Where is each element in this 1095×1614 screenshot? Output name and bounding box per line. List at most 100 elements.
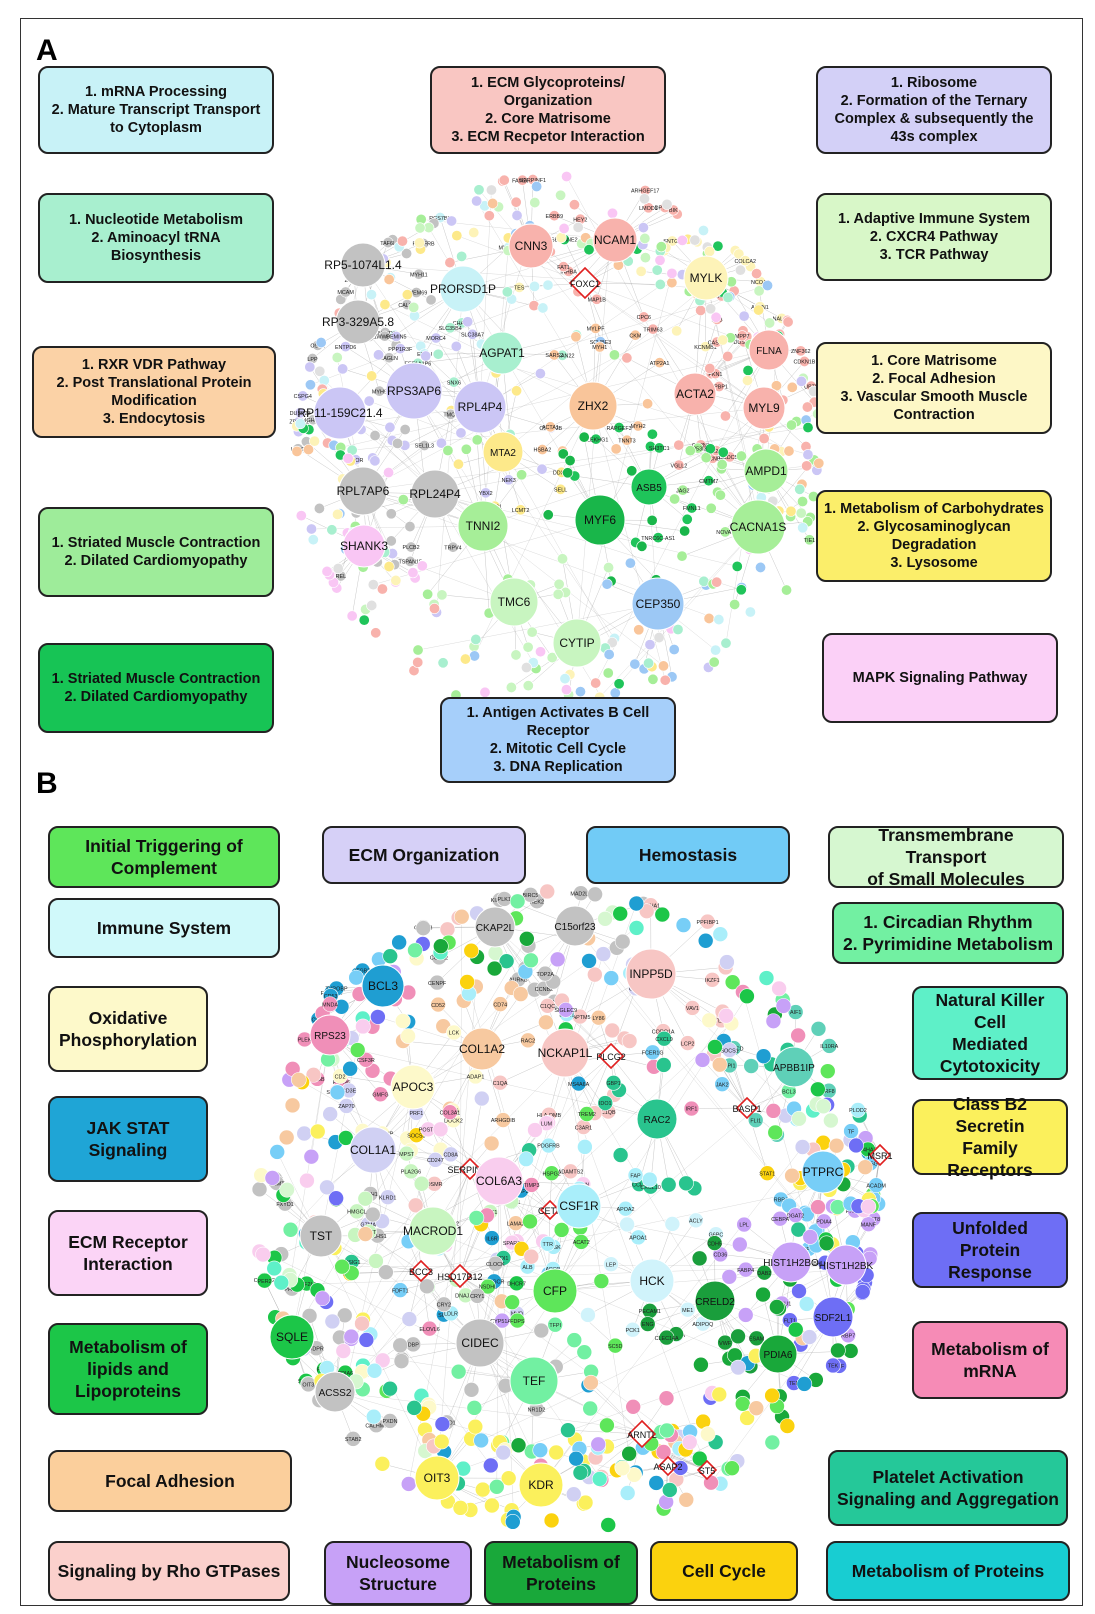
gene-node bbox=[473, 184, 485, 196]
gene-label: APOA1 bbox=[629, 1236, 647, 1242]
hub-label: FLNA bbox=[756, 346, 782, 357]
box-line: 43s complex bbox=[890, 129, 978, 145]
gene-label: ACADM bbox=[866, 1183, 886, 1189]
gene-node bbox=[483, 1135, 500, 1152]
gene-label: IL10RA bbox=[820, 1044, 838, 1050]
box-line: Signaling bbox=[88, 1140, 168, 1160]
gene-node bbox=[393, 1353, 410, 1369]
gene-node bbox=[755, 561, 767, 573]
gene-label: CHADL bbox=[453, 321, 471, 327]
gene-node bbox=[612, 905, 629, 922]
gene-node bbox=[621, 434, 633, 446]
gene-node bbox=[676, 550, 688, 562]
box-line: Complement bbox=[111, 858, 217, 878]
gene-node bbox=[332, 563, 344, 575]
gene-label: LEP bbox=[606, 1262, 617, 1268]
box-line: Metabolism of Proteins bbox=[851, 1561, 1045, 1581]
hub-node bbox=[748, 329, 790, 371]
gene-node bbox=[435, 437, 447, 449]
gene-label: CXCL9 bbox=[655, 1037, 672, 1043]
gene-label: ADAMTS2 bbox=[558, 1170, 583, 1176]
gene-label: CD52 bbox=[431, 1003, 445, 1009]
gene-node bbox=[629, 658, 641, 670]
gene-label: COLCA2 bbox=[734, 259, 756, 265]
gene-node bbox=[334, 1258, 350, 1275]
gene-node bbox=[444, 257, 456, 269]
box-line: Structure bbox=[359, 1574, 437, 1594]
gene-node bbox=[308, 435, 320, 447]
gene-node bbox=[527, 1122, 543, 1138]
box-line: Hemostasis bbox=[638, 845, 738, 865]
gene-node bbox=[644, 639, 656, 651]
gene-node bbox=[453, 908, 470, 925]
gene-label: NR1D2 bbox=[528, 1407, 546, 1413]
box-line: 1. Core Matrisome bbox=[871, 353, 997, 369]
edge bbox=[610, 988, 637, 1057]
hub-node bbox=[385, 362, 443, 420]
hub-label: ACTA2 bbox=[676, 387, 714, 401]
gene-node bbox=[795, 345, 807, 357]
hub-node bbox=[480, 331, 524, 375]
box-line: Signaling by Rho GTPases bbox=[57, 1561, 281, 1581]
gene-node bbox=[474, 1481, 491, 1498]
gene-node bbox=[801, 460, 813, 472]
gene-node bbox=[764, 1387, 780, 1404]
gene-node bbox=[815, 1098, 832, 1115]
gene-label: ARHGEF17 bbox=[631, 189, 659, 195]
gene-label: TRPV4 bbox=[444, 545, 461, 551]
hub-node bbox=[342, 524, 386, 568]
gene-label: MPST bbox=[399, 1152, 415, 1158]
gene-node bbox=[736, 330, 748, 342]
hub-label: NCAM1 bbox=[594, 233, 636, 247]
gene-node bbox=[519, 930, 535, 947]
edge bbox=[340, 349, 770, 448]
box-line: Phosphorylation bbox=[58, 1030, 198, 1050]
gene-node bbox=[404, 521, 416, 533]
gene-node bbox=[515, 504, 527, 516]
box-line: lipids and bbox=[87, 1359, 169, 1379]
gene-label: CD2 bbox=[335, 1074, 346, 1080]
edge bbox=[618, 526, 759, 684]
gene-node bbox=[326, 524, 338, 536]
hub-label: CKAP2L bbox=[476, 923, 515, 934]
gene-node bbox=[383, 273, 395, 285]
gene-label: TP53I3 bbox=[689, 446, 706, 452]
edge bbox=[592, 405, 666, 681]
gene-node bbox=[722, 291, 734, 303]
gene-node bbox=[795, 375, 807, 387]
gene-label: OIT3 bbox=[302, 1383, 314, 1389]
gene-node bbox=[251, 1181, 268, 1198]
gene-label: PKN1 bbox=[708, 372, 722, 378]
hub-node bbox=[673, 372, 717, 416]
gene-node bbox=[462, 316, 474, 328]
hub-label: TEF bbox=[523, 1374, 546, 1388]
gene-label: ESAM bbox=[749, 1336, 765, 1342]
hub-node bbox=[743, 448, 789, 494]
gene-node bbox=[597, 910, 613, 927]
gene-label: DDX10 bbox=[553, 471, 570, 477]
gene-node bbox=[414, 237, 426, 249]
hub-label: PLCG2 bbox=[596, 1052, 626, 1062]
gene-node bbox=[366, 370, 378, 382]
gene-label: PLCB2 bbox=[403, 545, 420, 551]
gene-node bbox=[646, 514, 658, 526]
gene-node bbox=[719, 410, 731, 422]
gene-label: MYH11 bbox=[410, 272, 428, 278]
gene-node bbox=[471, 434, 483, 446]
gene-label: DGAT2 bbox=[787, 1213, 805, 1219]
gene-node bbox=[675, 917, 692, 933]
gene-node bbox=[654, 254, 666, 266]
gene-label: HMGCL bbox=[347, 1210, 366, 1216]
edge bbox=[584, 282, 615, 355]
gene-node bbox=[813, 457, 825, 469]
gene-node bbox=[638, 311, 650, 323]
gene-node bbox=[505, 681, 517, 693]
gene-node bbox=[797, 496, 809, 508]
box-line: 3. Lysosome bbox=[890, 555, 978, 571]
gene-node bbox=[467, 328, 479, 340]
gene-node bbox=[416, 560, 428, 572]
gene-node bbox=[628, 920, 645, 936]
gene-node bbox=[857, 1159, 873, 1176]
gene-node bbox=[448, 376, 460, 388]
